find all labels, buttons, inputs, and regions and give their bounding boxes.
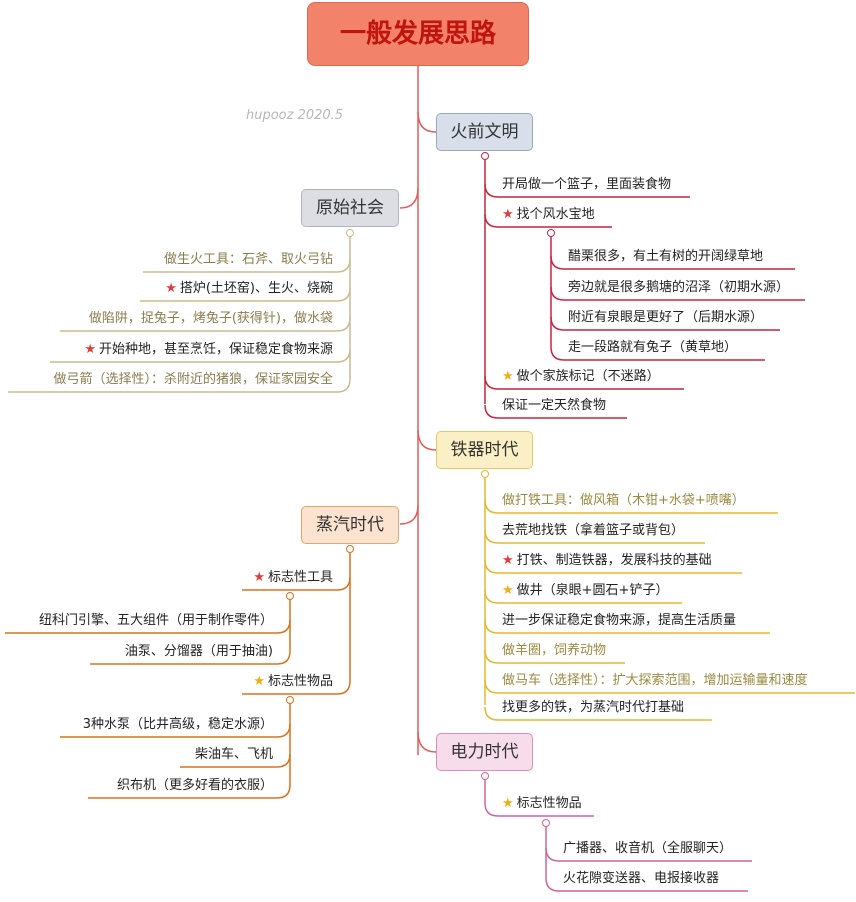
electric-item-0-text: 广播器、收音机（全服聊天） xyxy=(563,841,733,856)
gold-star-icon: ★ xyxy=(502,796,514,811)
iron-item-7-text: 找更多的铁，为蒸汽时代打基础 xyxy=(502,700,685,715)
steam-connectors xyxy=(5,546,351,799)
trunk-to-steam xyxy=(399,504,419,525)
primitive-collapse-dot xyxy=(346,229,354,237)
iron-item-6-text: 做马车（选择性）：扩大探索范围，增加运输量和速度 xyxy=(502,673,808,688)
iron-item-0[interactable]: 做打铁工具：做风箱（木钳+水袋+喷嘴） xyxy=(498,492,749,512)
steam-items-item-1-text: 柴油车、飞机 xyxy=(194,747,273,762)
primitive-item-0[interactable]: 做生火工具：石斧、取火弓钻 xyxy=(160,251,337,271)
fire-sub-item-0[interactable]: 醋栗很多，有土有树的开阔绿草地 xyxy=(564,248,767,268)
fire-item-3[interactable]: 保证一定天然食物 xyxy=(498,397,610,417)
primitive-item-3[interactable]: ★开始种地，甚至烹饪，保证稳定食物来源 xyxy=(80,341,337,361)
fire-item-0[interactable]: 开局做一个篮子，里面装食物 xyxy=(498,176,675,196)
primitive-item-2[interactable]: 做陷阱，捉兔子，烤兔子(获得针)，做水袋 xyxy=(85,310,337,330)
trunk-to-electric xyxy=(417,731,437,753)
fire-sub-item-1[interactable]: 旁边就是很多鹅塘的沼泽（初期水源） xyxy=(564,279,793,299)
watermark: hupooz 2020.5 xyxy=(246,108,344,123)
steam-collapse-dot xyxy=(346,545,354,553)
primitive-item-0-text: 做生火工具：石斧、取火弓钻 xyxy=(163,252,333,267)
primitive-connectors xyxy=(8,230,351,393)
primitive-item-1-text: 搭炉(土坯窑)、生火、烧碗 xyxy=(179,281,333,296)
trunk-to-iron xyxy=(417,429,437,451)
fire-collapse-dot xyxy=(481,152,489,160)
electric-group-items[interactable]: ★标志性物品 xyxy=(498,795,586,815)
steam-group-items-label: 标志性物品 xyxy=(267,674,333,689)
iron-item-5-text: 做羊圈，饲养动物 xyxy=(502,643,607,658)
iron-item-1[interactable]: 去荒地找铁（拿着篮子或背包） xyxy=(498,522,688,542)
fire-item-2[interactable]: ★做个家族标记（不迷路） xyxy=(498,368,664,388)
gold-star-icon: ★ xyxy=(502,369,514,384)
fire-sub-item-3-text: 走一段路就有兔子（黄草地） xyxy=(568,340,738,355)
iron-item-3-text: 做井（泉眼+圆石+铲子） xyxy=(516,583,669,598)
steam-tools-item-0[interactable]: 纽科门引擎、五大组件（用于制作零件） xyxy=(35,612,277,632)
iron-item-4-text: 进一步保证稳定食物来源，提高生活质量 xyxy=(502,613,737,628)
iron-connectors xyxy=(484,470,855,721)
fire-item-0-text: 开局做一个篮子，里面装食物 xyxy=(502,177,672,192)
electric-item-0[interactable]: 广播器、收音机（全服聊天） xyxy=(559,840,736,860)
fire-sub-item-0-text: 醋栗很多，有土有树的开阔绿草地 xyxy=(568,249,764,264)
steam-items-collapse-dot xyxy=(286,696,294,704)
steam-items-item-2-text: 织布机（更多好看的衣服） xyxy=(116,778,273,793)
electric-item-1-text: 火花隙变送器、电报接收器 xyxy=(563,871,720,886)
fire-sub-item-2-text: 附近有泉眼是更好了（后期水源） xyxy=(568,310,764,325)
iron-item-7[interactable]: 找更多的铁，为蒸汽时代打基础 xyxy=(498,699,688,719)
red-star-icon: ★ xyxy=(165,281,177,296)
fire-connectors xyxy=(484,152,805,419)
primitive-item-1[interactable]: ★搭炉(土坯窑)、生火、烧碗 xyxy=(161,280,337,300)
fire-sub-item-3[interactable]: 走一段路就有兔子（黄草地） xyxy=(564,339,741,359)
iron-item-2-text: 打铁、制造铁器，发展科技的基础 xyxy=(516,553,712,568)
primitive-item-4[interactable]: 做弓箭（选择性）：杀附近的猪狼，保证家园安全 xyxy=(49,371,337,391)
steam-group-items[interactable]: ★标志性物品 xyxy=(249,673,337,693)
primitive-item-4-text: 做弓箭（选择性）：杀附近的猪狼，保证家园安全 xyxy=(53,372,333,387)
electric-collapse-dot xyxy=(481,772,489,780)
fire-item-2-text: 做个家族标记（不迷路） xyxy=(516,369,660,384)
red-star-icon: ★ xyxy=(253,570,265,585)
electric-item-1[interactable]: 火花隙变送器、电报接收器 xyxy=(559,870,723,890)
steam-group-tools[interactable]: ★标志性工具 xyxy=(249,569,337,589)
steam-items-item-0[interactable]: 3种水泵（比井高级，稳定水源） xyxy=(79,716,277,736)
iron-item-3[interactable]: ★做井（泉眼+圆石+铲子） xyxy=(498,582,672,602)
branch-iron[interactable]: 铁器时代 xyxy=(436,431,533,469)
root-topic[interactable]: 一般发展思路 xyxy=(307,2,529,66)
steam-items-item-2[interactable]: 织布机（更多好看的衣服） xyxy=(113,777,277,797)
gold-star-icon: ★ xyxy=(253,674,265,689)
iron-collapse-dot xyxy=(481,470,489,478)
trunk-to-primitive xyxy=(399,187,419,209)
fire-sub-item-2[interactable]: 附近有泉眼是更好了（后期水源） xyxy=(564,309,767,329)
iron-item-1-text: 去荒地找铁（拿着篮子或背包） xyxy=(502,523,685,538)
iron-item-4[interactable]: 进一步保证稳定食物来源，提高生活质量 xyxy=(498,612,740,632)
branch-steam[interactable]: 蒸汽时代 xyxy=(301,506,399,544)
steam-items-item-1[interactable]: 柴油车、飞机 xyxy=(191,746,277,766)
red-star-icon: ★ xyxy=(84,342,96,357)
steam-items-item-0-text: 3种水泵（比井高级，稳定水源） xyxy=(82,717,273,732)
fire-item-1-text: 找个风水宝地 xyxy=(516,207,595,222)
iron-item-0-text: 做打铁工具：做风箱（木钳+水袋+喷嘴） xyxy=(502,493,745,508)
fire-item-1[interactable]: ★找个风水宝地 xyxy=(498,206,599,226)
gold-star-icon: ★ xyxy=(502,583,514,598)
electric-group-items-label: 标志性物品 xyxy=(516,796,582,811)
fire-item-3-text: 保证一定天然食物 xyxy=(502,398,607,413)
fire-sub-collapse-dot xyxy=(547,229,555,237)
iron-item-2[interactable]: ★打铁、制造铁器，发展科技的基础 xyxy=(498,552,716,572)
steam-tools-item-1[interactable]: 油泵、分馏器（用于抽油) xyxy=(121,643,277,663)
electric-connectors xyxy=(484,773,752,892)
fire-sub-item-1-text: 旁边就是很多鹅塘的沼泽（初期水源） xyxy=(568,280,790,295)
branch-electric[interactable]: 电力时代 xyxy=(436,733,533,771)
red-star-icon: ★ xyxy=(502,207,514,222)
steam-tools-collapse-dot xyxy=(286,592,294,600)
trunk-to-fire xyxy=(417,111,437,133)
steam-tools-item-1-text: 油泵、分馏器（用于抽油) xyxy=(124,644,273,659)
branch-primitive[interactable]: 原始社会 xyxy=(301,189,399,227)
iron-item-6[interactable]: 做马车（选择性）：扩大探索范围，增加运输量和速度 xyxy=(498,672,812,692)
electric-items-collapse-dot xyxy=(542,819,550,827)
steam-group-tools-label: 标志性工具 xyxy=(267,570,333,585)
primitive-item-3-text: 开始种地，甚至烹饪，保证稳定食物来源 xyxy=(98,342,333,357)
iron-item-5[interactable]: 做羊圈，饲养动物 xyxy=(498,642,610,662)
red-star-icon: ★ xyxy=(502,553,514,568)
steam-tools-item-0-text: 纽科门引擎、五大组件（用于制作零件） xyxy=(38,613,273,628)
branch-fire[interactable]: 火前文明 xyxy=(436,113,533,151)
primitive-item-2-text: 做陷阱，捉兔子，烤兔子(获得针)，做水袋 xyxy=(88,311,333,326)
